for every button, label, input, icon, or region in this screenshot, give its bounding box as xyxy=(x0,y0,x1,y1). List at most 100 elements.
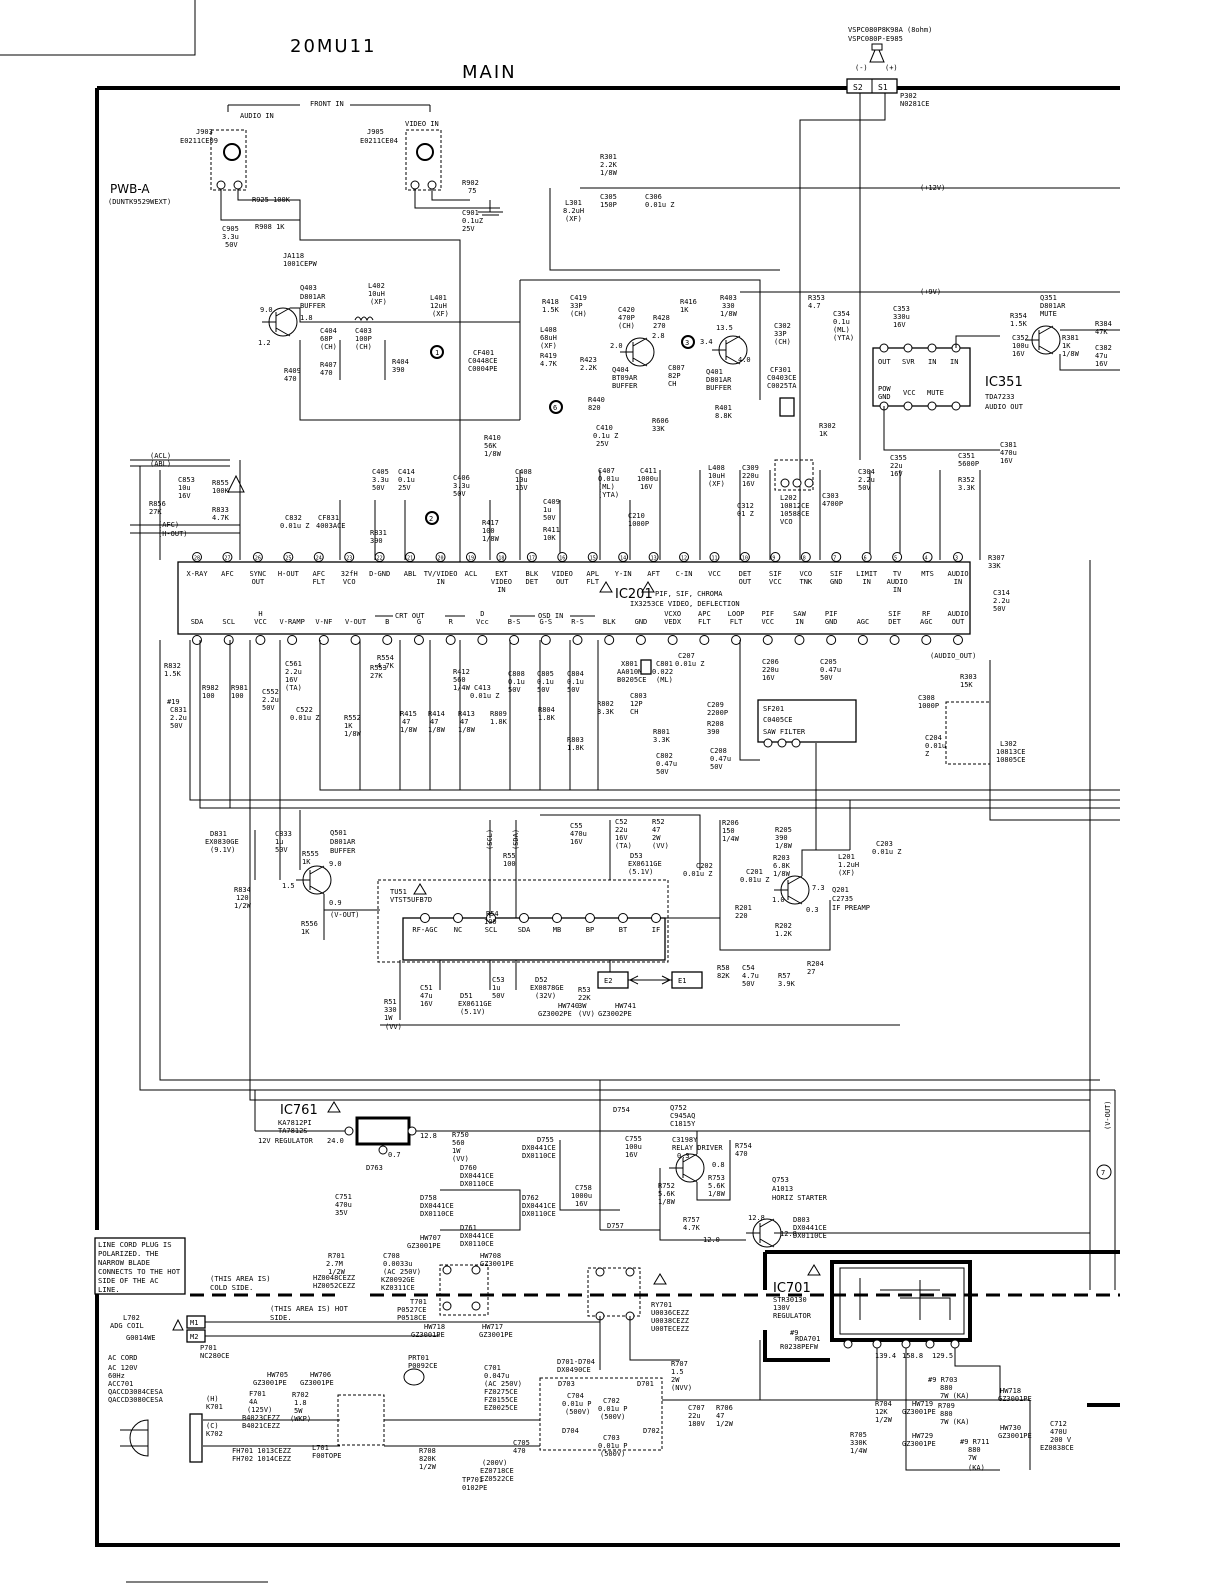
svg-text:REGULATOR: REGULATOR xyxy=(773,1312,812,1320)
ic201-bottom-label: APC xyxy=(698,610,711,618)
ic201-top-label: DET xyxy=(739,570,752,578)
svg-text:E2: E2 xyxy=(604,977,612,985)
svg-text:C304: C304 xyxy=(858,468,875,476)
svg-text:#9 R703: #9 R703 xyxy=(928,1376,958,1384)
svg-text:(XF): (XF) xyxy=(838,869,855,877)
svg-text:R757: R757 xyxy=(683,1216,700,1224)
svg-text:TP701: TP701 xyxy=(462,1476,483,1484)
svg-text:C207: C207 xyxy=(678,652,695,660)
svg-text:R203: R203 xyxy=(773,854,790,862)
svg-text:A1013: A1013 xyxy=(772,1185,793,1193)
svg-text:16V: 16V xyxy=(625,1151,638,1159)
ic201-top-label: AUDIO xyxy=(948,570,969,578)
svg-text:1.5: 1.5 xyxy=(671,1368,684,1376)
svg-text:GZ3001PE: GZ3001PE xyxy=(902,1440,936,1448)
svg-text:1/4W: 1/4W xyxy=(453,684,471,692)
svg-text:C703: C703 xyxy=(603,1434,620,1442)
svg-text:C808: C808 xyxy=(508,670,525,678)
svg-text:0.01u: 0.01u xyxy=(925,742,946,750)
svg-text:B0205CE: B0205CE xyxy=(617,676,647,684)
svg-text:C51: C51 xyxy=(420,984,433,992)
ic201-top-label: MTS xyxy=(921,570,934,578)
svg-text:R423: R423 xyxy=(580,356,597,364)
svg-text:R55: R55 xyxy=(503,852,516,860)
svg-text:MUTE: MUTE xyxy=(927,389,944,397)
svg-text:CF401: CF401 xyxy=(473,349,494,357)
svg-text:R908 1K: R908 1K xyxy=(255,223,285,231)
svg-text:SAW FILTER: SAW FILTER xyxy=(763,728,806,736)
ic201-top-label: H-OUT xyxy=(278,570,300,578)
svg-text:S2: S2 xyxy=(853,83,863,92)
svg-text:C708: C708 xyxy=(383,1252,400,1260)
ic201-bottom-label: IN xyxy=(795,618,803,626)
svg-text:DX0110CE: DX0110CE xyxy=(793,1232,827,1240)
ic201-top-pin xyxy=(252,552,263,562)
svg-text:FZ0275CE: FZ0275CE xyxy=(484,1388,518,1396)
ic201-top-label: IN xyxy=(893,586,901,594)
svg-text:R202: R202 xyxy=(775,922,792,930)
svg-text:DX0441CE: DX0441CE xyxy=(420,1202,454,1210)
ic201-top-pin xyxy=(465,552,476,562)
svg-text:HW717: HW717 xyxy=(482,1323,503,1331)
svg-text:Q404: Q404 xyxy=(612,366,629,374)
svg-text:C210: C210 xyxy=(628,512,645,520)
ic201-pin-number: 14 xyxy=(620,556,626,562)
svg-text:(125V): (125V) xyxy=(247,1406,272,1414)
svg-text:L202: L202 xyxy=(780,494,797,502)
svg-text:C203: C203 xyxy=(876,840,893,848)
svg-text:1000u: 1000u xyxy=(571,1192,592,1200)
ic201-top-label: AFC xyxy=(312,570,325,578)
svg-text:KA7812PI: KA7812PI xyxy=(278,1119,312,1127)
svg-text:R416: R416 xyxy=(680,298,697,306)
svg-text:50V: 50V xyxy=(543,514,556,522)
svg-text:1/8W: 1/8W xyxy=(720,310,738,318)
ic201-pin-number: 25 xyxy=(285,556,291,562)
svg-text:POW: POW xyxy=(878,385,891,393)
power-supply: LINE CORD PLUG IS POLARIZED. THE NARROW … xyxy=(94,1237,1120,1492)
svg-text:0.47u: 0.47u xyxy=(656,760,677,768)
svg-text:C701: C701 xyxy=(484,1364,501,1372)
svg-text:D755: D755 xyxy=(537,1136,554,1144)
front-in-jacks: FRONT IN AUDIO IN VIDEO IN J903 E0211CE0… xyxy=(180,100,500,620)
svg-text:(KA): (KA) xyxy=(968,1464,985,1472)
svg-text:R702: R702 xyxy=(292,1391,309,1399)
svg-text:10813CE: 10813CE xyxy=(996,748,1026,756)
svg-text:16V: 16V xyxy=(640,483,653,491)
ic201-pin-number: 12 xyxy=(681,556,687,562)
ic201-top-pin xyxy=(800,552,811,562)
svg-text:4.0: 4.0 xyxy=(738,356,751,364)
ic201-top-pin xyxy=(861,552,872,562)
svg-text:C411: C411 xyxy=(640,467,657,475)
svg-text:12P: 12P xyxy=(630,700,643,708)
tuner-pin-label: NC xyxy=(454,926,462,934)
tuner-pin-label: SCL xyxy=(485,926,498,934)
svg-text:R354: R354 xyxy=(1010,312,1027,320)
ic201-bottom-label: VCC xyxy=(761,618,774,626)
ic201-top-label: VCO xyxy=(343,578,356,586)
svg-text:3.3K: 3.3K xyxy=(597,708,615,716)
svg-text:R704: R704 xyxy=(875,1400,892,1408)
tuner-pin-label: BP xyxy=(586,926,594,934)
svg-text:C409: C409 xyxy=(543,498,560,506)
svg-text:50V: 50V xyxy=(170,722,183,730)
svg-text:R832: R832 xyxy=(164,662,181,670)
svg-text:U0036CEZZ: U0036CEZZ xyxy=(651,1309,689,1317)
ic201-bottom-label: SDA xyxy=(191,618,204,626)
svg-text:(VV): (VV) xyxy=(652,842,669,850)
ic201-bottom-label: PIF xyxy=(761,610,774,618)
svg-text:0.8: 0.8 xyxy=(712,1161,725,1169)
svg-text:R381: R381 xyxy=(1062,334,1079,342)
ic201-top-label: TNK xyxy=(800,578,813,586)
svg-text:(CH): (CH) xyxy=(320,343,337,351)
svg-text:VCO: VCO xyxy=(780,518,793,526)
ic201-bottom-label: GND xyxy=(825,618,838,626)
ic201-top-label: OUT xyxy=(739,578,752,586)
svg-text:D51: D51 xyxy=(460,992,473,1000)
ic201-top-label: IN xyxy=(954,578,962,586)
ic201-bottom-label: FLT xyxy=(730,618,743,626)
svg-text:10uH: 10uH xyxy=(368,290,385,298)
svg-text:10805CE: 10805CE xyxy=(996,756,1026,764)
